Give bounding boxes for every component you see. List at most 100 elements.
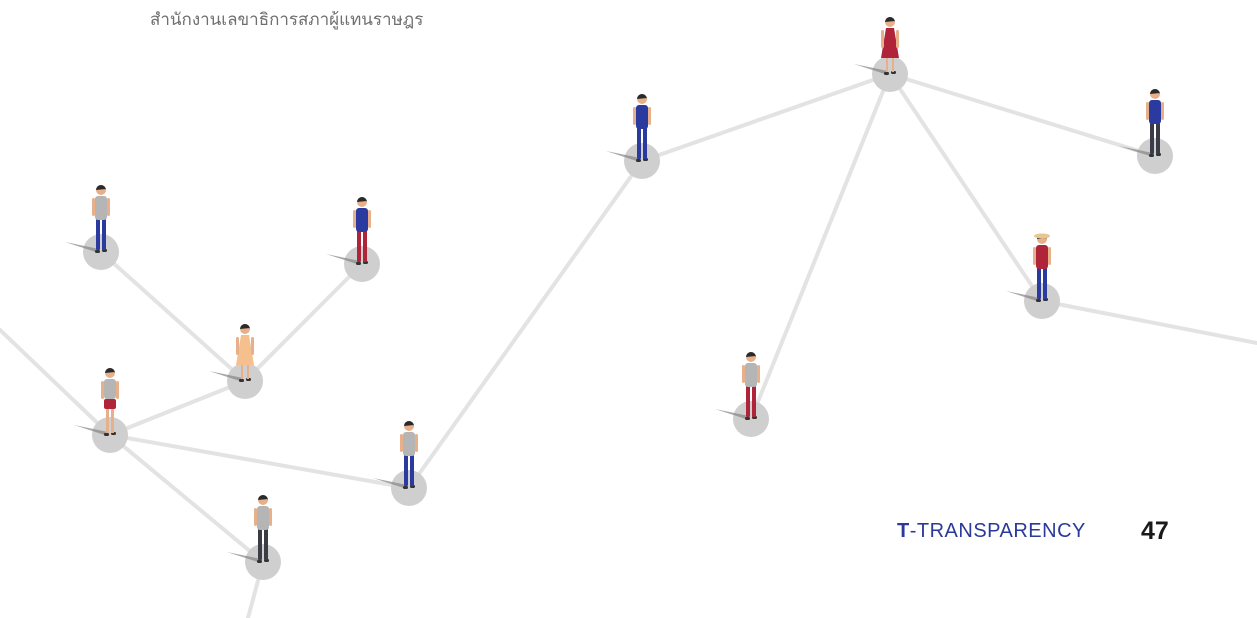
person-arm	[881, 30, 884, 48]
person-shadow	[1006, 291, 1040, 302]
person-top	[636, 105, 648, 129]
person-leg	[410, 454, 414, 486]
network-edge	[1040, 299, 1257, 345]
person-shadow	[715, 409, 749, 420]
person-arm	[400, 434, 403, 452]
person-shoe	[104, 433, 109, 436]
person-leg	[247, 365, 249, 379]
person-dress	[236, 335, 254, 365]
person-hair	[240, 324, 250, 329]
person-shadow	[606, 151, 640, 162]
person-arm	[116, 381, 119, 399]
section-label-rest: -TRANSPARENCY	[909, 520, 1086, 542]
person-figure	[254, 495, 272, 563]
person-leg	[106, 409, 109, 433]
person-leg	[637, 127, 641, 159]
person-arm	[633, 107, 636, 125]
network-edge	[888, 72, 1157, 158]
person-leg	[746, 385, 750, 417]
person-hair	[404, 421, 414, 426]
person-figure	[633, 94, 651, 162]
network-edge	[108, 379, 247, 437]
network-node	[245, 544, 281, 580]
person-leg	[643, 127, 647, 159]
network-edge	[640, 72, 892, 163]
person-arm	[101, 381, 104, 399]
person-arm	[1033, 247, 1036, 265]
network-node	[344, 246, 380, 282]
network-nodes	[65, 56, 1173, 580]
person-leg	[886, 58, 888, 72]
person-leg	[1037, 267, 1041, 299]
person-arm	[415, 434, 418, 452]
person-hair	[258, 495, 268, 500]
person-figure	[742, 352, 760, 420]
person-leg	[752, 385, 756, 417]
person-shadow	[854, 64, 888, 75]
header-organization: สำนักงานเลขาธิการสภาผู้แทนราษฎร	[150, 10, 424, 30]
person-hair	[885, 17, 895, 22]
person-shadow	[65, 242, 99, 253]
person-shoe	[257, 560, 262, 563]
person-skirt	[104, 399, 116, 409]
page-number: 47	[1141, 517, 1169, 545]
person-arm	[1146, 102, 1149, 120]
person-leg	[102, 218, 106, 250]
person-figure	[400, 421, 418, 489]
person-shoe	[636, 159, 641, 162]
network-node	[872, 56, 908, 92]
person-shadow	[1119, 146, 1153, 157]
person-arm	[254, 508, 257, 526]
network-people	[92, 17, 1164, 563]
person-arm	[107, 198, 110, 216]
network-node	[83, 234, 119, 270]
person-arm	[648, 107, 651, 125]
network-edge	[108, 433, 265, 564]
person-leg	[264, 528, 268, 560]
person-arm	[251, 337, 254, 355]
person-leg	[258, 528, 262, 560]
section-label: T-TRANSPARENCY	[897, 520, 1086, 543]
person-top	[95, 196, 107, 220]
person-shoe	[356, 262, 361, 265]
person-shadow	[227, 552, 261, 563]
person-leg	[241, 365, 243, 379]
network-edge	[99, 250, 247, 383]
person-leg	[404, 454, 408, 486]
person-leg	[1150, 122, 1154, 154]
person-hair	[1150, 89, 1160, 94]
person-hair	[637, 94, 647, 99]
network-edge	[108, 433, 411, 490]
person-arm	[92, 198, 95, 216]
person-top	[356, 208, 368, 232]
person-top	[104, 379, 116, 399]
person-arm	[1161, 102, 1164, 120]
person-shadow	[74, 425, 108, 436]
person-figure	[881, 17, 899, 75]
person-shadow	[373, 478, 407, 489]
person-shoe	[1036, 299, 1041, 302]
person-shoe	[884, 72, 889, 75]
person-arm	[353, 210, 356, 228]
person-shadow	[209, 371, 243, 382]
person-top	[403, 432, 415, 456]
person-arm	[757, 365, 760, 383]
section-label-initial: T	[897, 520, 910, 542]
person-top	[1149, 100, 1161, 124]
person-leg	[1156, 122, 1160, 154]
person-figure	[1033, 233, 1051, 302]
person-arm	[742, 365, 745, 383]
person-top	[745, 363, 757, 387]
person-top	[257, 506, 269, 530]
network-edge	[0, 328, 112, 437]
person-figure	[1146, 89, 1164, 157]
network-node	[1137, 138, 1173, 174]
network-node	[391, 470, 427, 506]
network-node	[733, 401, 769, 437]
network-node	[624, 143, 660, 179]
network-node	[227, 363, 263, 399]
person-arm	[1048, 247, 1051, 265]
person-arm	[368, 210, 371, 228]
person-shoe	[95, 250, 100, 253]
